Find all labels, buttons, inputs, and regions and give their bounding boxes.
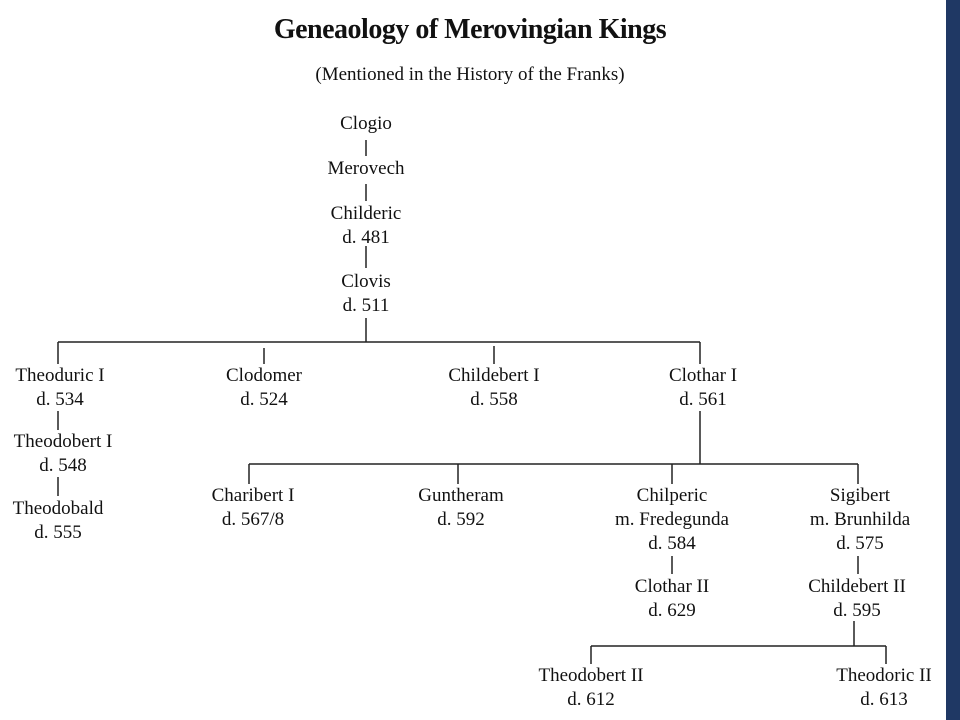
person-name: Clodomer bbox=[226, 365, 302, 386]
person-death: d. 561 bbox=[679, 389, 727, 410]
person-death: d. 555 bbox=[34, 522, 82, 543]
person-name: Clothar II bbox=[634, 576, 710, 597]
person-clodomer: Clodomer d. 524 bbox=[226, 364, 302, 412]
person-death: d. 524 bbox=[240, 389, 288, 410]
person-name: Sigibert bbox=[829, 485, 891, 506]
person-death: d. 584 bbox=[648, 533, 696, 554]
person-theodobert-i: Theodobert I d. 548 bbox=[14, 430, 113, 478]
person-name: Merovech bbox=[327, 158, 405, 179]
person-merovech: Merovech bbox=[327, 157, 404, 181]
page-title: Geneaology of Merovingian Kings bbox=[273, 14, 667, 45]
person-spouse: m. Brunhilda bbox=[809, 509, 911, 530]
person-theodobert-ii: Theodobert II d. 612 bbox=[539, 664, 644, 712]
person-charibert-i: Charibert I d. 567/8 bbox=[212, 484, 295, 532]
person-death: d. 613 bbox=[860, 689, 908, 710]
person-name: Guntheram bbox=[418, 485, 504, 506]
person-name: Theodobald bbox=[12, 498, 104, 519]
person-death: d. 558 bbox=[470, 389, 518, 410]
person-death: d. 511 bbox=[342, 295, 390, 316]
person-name: Theoduric I bbox=[15, 365, 105, 386]
person-clovis: Clovis d. 511 bbox=[341, 270, 391, 318]
person-theodobald: Theodobald d. 555 bbox=[13, 497, 104, 545]
person-name: Chilperic bbox=[636, 485, 708, 506]
person-death: d. 592 bbox=[437, 509, 485, 530]
person-name: Clovis bbox=[341, 271, 391, 292]
person-clothar-ii: Clothar II d. 629 bbox=[635, 575, 709, 623]
person-childebert-ii: Childebert II d. 595 bbox=[808, 575, 906, 623]
person-name: Charibert I bbox=[211, 485, 295, 506]
person-death: d. 595 bbox=[833, 600, 881, 621]
person-death: d. 548 bbox=[39, 455, 87, 476]
person-death: d. 534 bbox=[36, 389, 84, 410]
person-sigibert: Sigibert m. Brunhilda d. 575 bbox=[810, 484, 910, 556]
person-clothar-i: Clothar I d. 561 bbox=[669, 364, 737, 412]
person-name: Clogio bbox=[340, 113, 392, 134]
accent-bar bbox=[946, 0, 960, 720]
person-childebert-i: Childebert I d. 558 bbox=[448, 364, 539, 412]
person-theoduric-i: Theoduric I d. 534 bbox=[15, 364, 104, 412]
person-name: Childeric bbox=[330, 203, 402, 224]
person-name: Theodobert I bbox=[13, 431, 113, 452]
person-name: Childebert II bbox=[808, 576, 906, 597]
person-childeric: Childeric d. 481 bbox=[331, 202, 402, 250]
person-theodoric-ii: Theodoric II d. 613 bbox=[836, 664, 931, 712]
person-name: Theodoric II bbox=[836, 665, 932, 686]
person-clogio: Clogio bbox=[340, 112, 392, 136]
person-death: d. 612 bbox=[567, 689, 615, 710]
person-name: Theodobert II bbox=[538, 665, 644, 686]
person-death: d. 575 bbox=[836, 533, 884, 554]
person-spouse: m. Fredegunda bbox=[615, 509, 729, 530]
person-name: Childebert I bbox=[448, 365, 540, 386]
person-guntheram: Guntheram d. 592 bbox=[418, 484, 503, 532]
person-death: d. 481 bbox=[342, 227, 390, 248]
person-chilperic: Chilperic m. Fredegunda d. 584 bbox=[615, 484, 729, 556]
person-death: d. 629 bbox=[648, 600, 696, 621]
page-subtitle: (Mentioned in the History of the Franks) bbox=[315, 64, 625, 85]
person-name: Clothar I bbox=[668, 365, 738, 386]
person-death: d. 567/8 bbox=[221, 509, 285, 530]
